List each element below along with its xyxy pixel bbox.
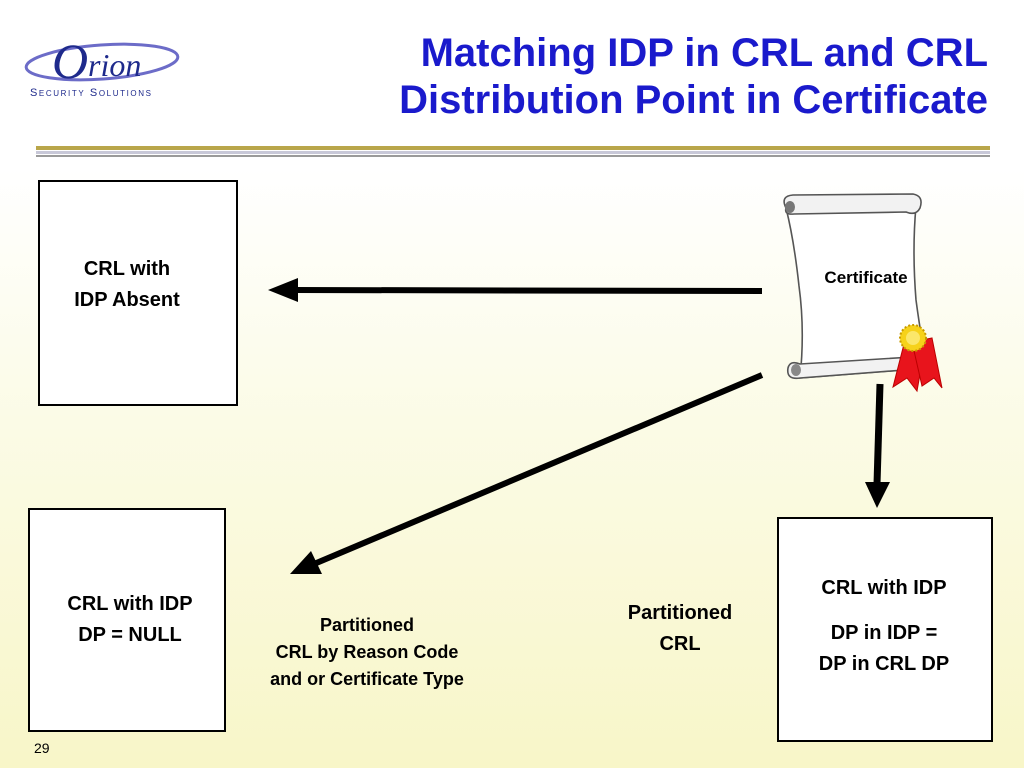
arrow-to-idp-absent bbox=[268, 278, 763, 302]
idp-absent-label: CRL with IDP Absent bbox=[38, 254, 216, 316]
partitioned-crl-line-2: CRL bbox=[659, 633, 701, 655]
dp-match-label: CRL with IDP DP in IDP = DP in CRL DP bbox=[779, 573, 989, 680]
logo-orbit bbox=[24, 42, 180, 82]
arrow-to-dp-match bbox=[865, 383, 890, 508]
logo-name: rion bbox=[88, 47, 141, 83]
partitioned-reason-caption: Partitioned CRL by Reason Code and or Ce… bbox=[236, 612, 498, 693]
arrow-to-dp-null bbox=[290, 372, 764, 574]
crl-dp-null-box bbox=[28, 508, 226, 732]
title-line-2: Distribution Point in Certificate bbox=[399, 78, 988, 122]
idp-absent-line-2: IDP Absent bbox=[74, 289, 180, 311]
partitioned-reason-line-3: and or Certificate Type bbox=[270, 669, 464, 689]
title-rule-gold bbox=[36, 146, 990, 150]
partitioned-reason-line-1: Partitioned bbox=[319, 615, 414, 635]
orion-logo: O rion Security Solutions bbox=[22, 28, 202, 102]
title-rule-light bbox=[36, 151, 990, 154]
crl-dp-match-box bbox=[777, 517, 993, 742]
title-rule-gray bbox=[36, 155, 990, 157]
title-line-1: Matching IDP in CRL and CRL bbox=[420, 31, 988, 75]
crl-idp-absent-box bbox=[38, 180, 238, 406]
partitioned-reason-line-2: CRL by Reason Code bbox=[275, 642, 459, 662]
partitioned-crl-line-1: Partitioned bbox=[627, 602, 733, 624]
partitioned-crl-caption: Partitioned CRL bbox=[604, 598, 756, 660]
certificate-seal-icon bbox=[892, 324, 943, 393]
dp-null-label: CRL with IDP DP = NULL bbox=[30, 589, 230, 651]
dp-match-line-3: DP in CRL DP bbox=[818, 653, 950, 675]
dp-match-line-2: DP in IDP = bbox=[830, 622, 938, 644]
logo-letter-o: O bbox=[52, 33, 88, 89]
dp-null-line-1: CRL with IDP bbox=[67, 593, 193, 615]
certificate-label: Certificate bbox=[824, 268, 908, 287]
dp-null-line-2: DP = NULL bbox=[78, 624, 182, 646]
certificate-scroll-icon bbox=[783, 193, 934, 380]
page-number: 29 bbox=[34, 740, 50, 756]
logo-tagline: Security Solutions bbox=[30, 87, 153, 99]
slide-title: Matching IDP in CRL and CRL Distribution… bbox=[288, 30, 988, 124]
idp-absent-line-1: CRL with bbox=[83, 258, 171, 280]
dp-match-line-1: CRL with IDP bbox=[821, 577, 947, 599]
